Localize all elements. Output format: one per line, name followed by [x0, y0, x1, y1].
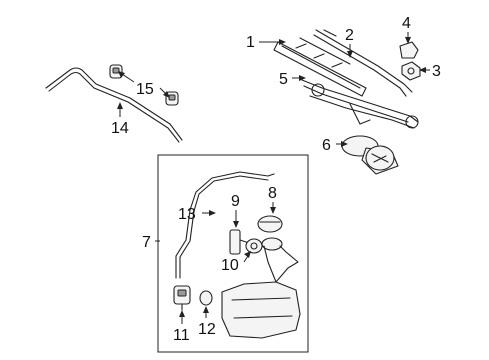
arrowhead-12 [203, 306, 209, 313]
arrowhead-5 [299, 75, 306, 81]
callout-14: 14 [111, 120, 129, 137]
callout-15: 15 [136, 81, 154, 98]
callout-5: 5 [279, 71, 288, 88]
arrowhead-14 [117, 102, 123, 109]
leader-10 [243, 255, 249, 263]
wiper-motor-part [341, 135, 399, 175]
callout-12: 12 [198, 321, 216, 338]
washer-pump-part [173, 285, 191, 311]
arrowhead-4 [405, 37, 411, 44]
arrowhead-10 [244, 251, 251, 258]
arrowhead-11 [179, 310, 185, 317]
wiper-arm-part [313, 29, 413, 97]
callout-7: 7 [142, 234, 151, 251]
callout-13: 13 [178, 206, 196, 223]
callout-8: 8 [268, 185, 277, 202]
arrowhead-15 [163, 91, 170, 98]
arrowhead-3 [419, 67, 426, 73]
arrowhead-13 [209, 210, 216, 216]
washer-tube-part [175, 171, 275, 279]
arm-cap-part [399, 41, 419, 59]
tank-cap-part [257, 215, 283, 233]
washer-kit-frame [157, 154, 309, 353]
leader-lines [117, 32, 430, 324]
callout-11: 11 [173, 327, 190, 344]
arrowhead-8 [270, 207, 276, 214]
arrowhead-9 [233, 221, 239, 228]
callout-9: 9 [231, 193, 240, 210]
callout-4: 4 [402, 15, 411, 32]
leader-15b [121, 73, 135, 83]
wiper-blade-part [273, 37, 367, 97]
grommet-part [245, 238, 263, 254]
callout-labels: 1 2 3 4 5 6 7 8 9 10 11 12 13 14 15 [111, 15, 441, 344]
callout-10: 10 [221, 257, 239, 274]
callout-6: 6 [322, 137, 331, 154]
arrowhead-2 [347, 51, 353, 58]
arrowhead-1 [279, 39, 286, 45]
callout-1: 1 [246, 34, 255, 51]
wiper-linkage-part [301, 79, 419, 129]
washer-hose-part [45, 67, 183, 143]
callout-2: 2 [345, 27, 354, 44]
hose-connector-part [109, 64, 179, 106]
nozzle-fitting-part [229, 229, 253, 255]
pump-grommet-part [199, 290, 213, 306]
arrowhead-15b [118, 71, 125, 78]
nut-part [401, 61, 421, 81]
arrowhead-6 [341, 141, 348, 147]
callout-3: 3 [432, 63, 441, 80]
washer-reservoir-part [221, 237, 301, 339]
